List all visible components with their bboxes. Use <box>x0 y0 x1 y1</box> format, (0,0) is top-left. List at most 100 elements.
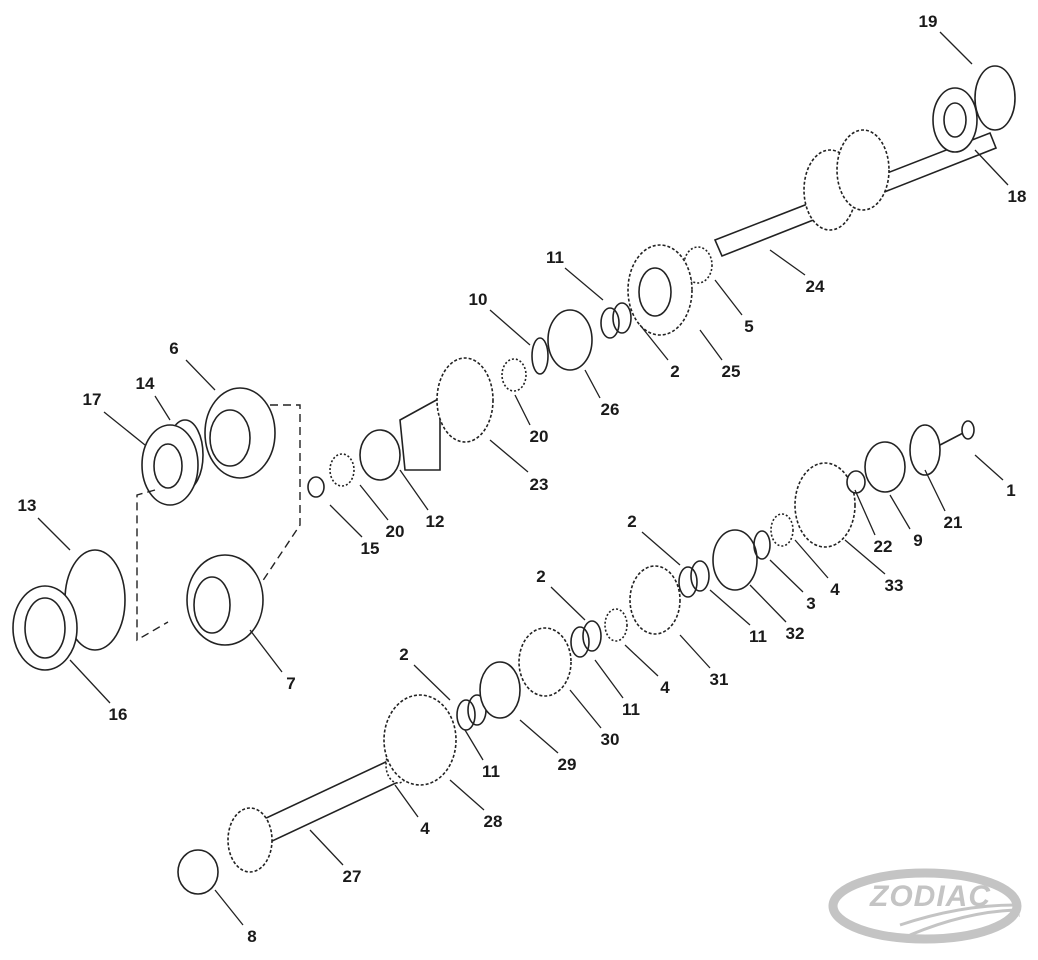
leader-line <box>489 309 531 346</box>
leader-line <box>641 531 681 566</box>
leader-line <box>249 629 283 673</box>
callout-29: 29 <box>557 755 577 774</box>
leader-line <box>714 279 743 316</box>
callout-8: 8 <box>247 927 257 946</box>
gear-cluster-b <box>836 129 890 211</box>
leader-line <box>584 369 601 399</box>
gear-30 <box>518 627 572 697</box>
leader-line <box>769 249 806 276</box>
callout-10: 10 <box>468 290 488 309</box>
leader-line <box>449 779 485 811</box>
race-7-inner <box>193 576 231 634</box>
main-drive-gear-23 <box>399 396 441 471</box>
leader-line <box>844 539 886 575</box>
callout-20: 20 <box>529 427 549 446</box>
bearing-18-inner <box>943 102 967 138</box>
gear-33 <box>794 462 856 548</box>
bolt-1 <box>939 431 966 446</box>
leader-line <box>679 634 711 669</box>
callout-30: 30 <box>600 730 620 749</box>
callout-11: 11 <box>482 762 500 781</box>
callout-26: 26 <box>600 400 620 419</box>
callout-17: 17 <box>82 390 102 409</box>
seal-12 <box>359 429 401 481</box>
callout-1: 1 <box>1006 481 1016 500</box>
leader-line <box>749 584 787 623</box>
bearing-5 <box>683 246 713 284</box>
callout-24: 24 <box>805 277 825 296</box>
callout-6: 6 <box>169 339 179 358</box>
gear-28 <box>383 694 457 786</box>
callout-33: 33 <box>884 576 904 595</box>
ring-21 <box>909 424 941 476</box>
callout-4: 4 <box>830 580 840 599</box>
bolt-1-head <box>961 420 975 440</box>
leader-line <box>769 559 804 593</box>
leader-line <box>489 439 529 473</box>
leader-line <box>185 359 216 391</box>
callout-11: 11 <box>622 700 640 719</box>
leader-line <box>564 267 604 301</box>
callout-2: 2 <box>627 512 637 531</box>
washer-2 <box>612 302 632 334</box>
ring-11-b <box>582 620 602 652</box>
bearing-20-lower <box>329 453 355 487</box>
leader-line <box>569 689 602 729</box>
callout-12: 12 <box>425 512 445 531</box>
washer-2-a <box>456 699 476 731</box>
leader-line <box>709 589 751 626</box>
callout-20: 20 <box>385 522 405 541</box>
leader-line <box>594 659 624 699</box>
leader-line <box>309 829 344 866</box>
ring-11 <box>600 307 620 339</box>
callout-13: 13 <box>17 496 37 515</box>
washer-2-b <box>570 626 590 658</box>
callout-16: 16 <box>108 705 128 724</box>
leader-line <box>103 411 146 446</box>
gear-27 <box>227 807 273 873</box>
callout-25: 25 <box>721 362 741 381</box>
leader-line <box>394 784 419 818</box>
callout-18: 18 <box>1007 187 1027 206</box>
callout-2: 2 <box>536 567 546 586</box>
callout-32: 32 <box>785 624 805 643</box>
trademark: TM <box>1010 912 1021 919</box>
leader-line <box>924 469 946 512</box>
callout-4: 4 <box>420 819 430 838</box>
leader-line <box>699 329 723 361</box>
callout-15: 15 <box>360 539 380 558</box>
callout-9: 9 <box>913 531 923 550</box>
clutch-32 <box>712 529 758 591</box>
gear-25-hub <box>638 267 672 317</box>
callout-11: 11 <box>546 248 564 267</box>
seal-16-inner <box>24 597 66 659</box>
ring-11-c <box>690 560 710 592</box>
leader-line <box>550 586 586 621</box>
leader-line <box>639 324 669 361</box>
leader-line <box>514 394 531 426</box>
callout-21: 21 <box>943 513 963 532</box>
washer-22 <box>846 470 866 494</box>
callout-22: 22 <box>873 537 893 556</box>
retaining-ring-19 <box>974 65 1016 131</box>
seal-17-inner <box>153 443 183 489</box>
callout-27: 27 <box>342 867 362 886</box>
leader-line <box>464 729 484 761</box>
callout-14: 14 <box>135 374 155 393</box>
bearing-9 <box>864 441 906 493</box>
leader-line <box>854 489 876 536</box>
bearing-4-c <box>770 513 794 547</box>
leader-line <box>624 644 659 677</box>
callout-4: 4 <box>660 678 670 697</box>
bearing-8 <box>177 849 219 895</box>
callout-2: 2 <box>670 362 680 381</box>
leader-line <box>359 484 389 521</box>
washer-15 <box>307 476 325 498</box>
ring-3 <box>753 530 771 560</box>
leader-line <box>889 494 911 530</box>
leader-line <box>399 469 429 511</box>
leader-line <box>69 659 111 704</box>
leader-line <box>329 504 363 538</box>
